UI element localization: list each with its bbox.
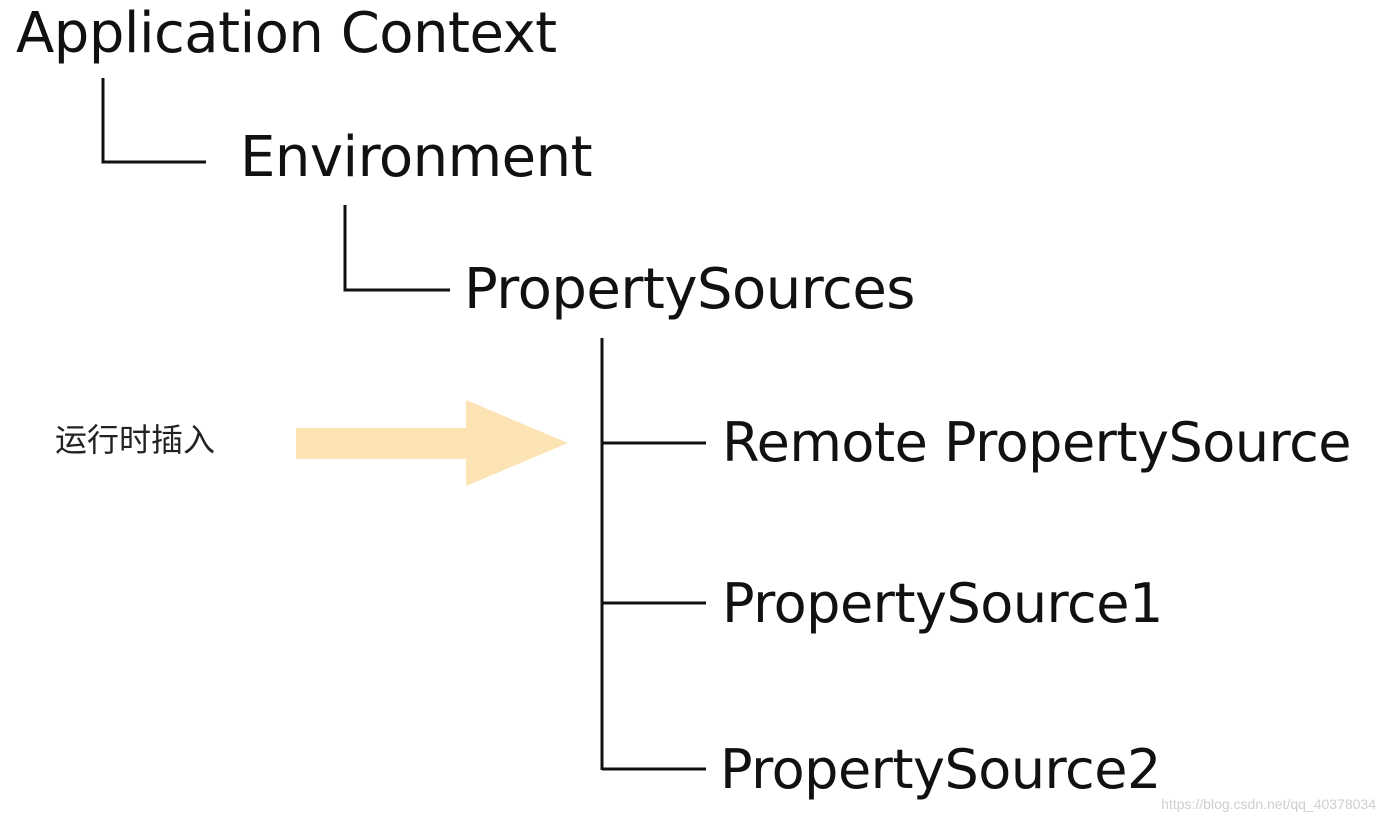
node-remote-property-source: Remote PropertySource xyxy=(722,411,1351,474)
insert-arrow-icon xyxy=(296,400,568,486)
node-property-sources: PropertySources xyxy=(464,257,915,322)
runtime-insert-label: 运行时插入 xyxy=(55,421,216,459)
connector-root-environment xyxy=(101,78,206,164)
node-environment: Environment xyxy=(240,125,593,190)
watermark-text: https://blog.csdn.net/qq_40378034 xyxy=(1161,796,1376,812)
node-application-context: Application Context xyxy=(16,1,557,66)
connector-environment-propertysources xyxy=(343,205,450,292)
node-property-source-1: PropertySource1 xyxy=(722,572,1163,635)
node-property-source-2: PropertySource2 xyxy=(720,738,1161,801)
